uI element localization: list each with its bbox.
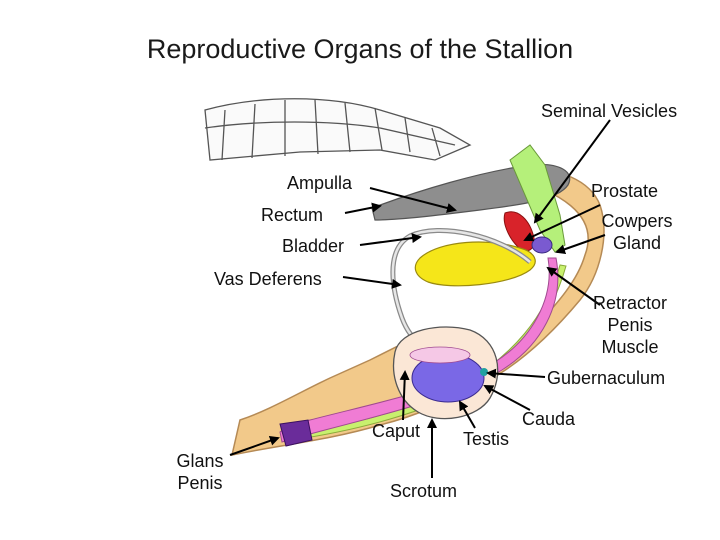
label-vas-deferens: Vas Deferens <box>214 269 322 289</box>
label-seminal-vesicles: Seminal Vesicles <box>541 101 678 121</box>
spine-vertebrae <box>204 98 472 161</box>
label-rectum: Rectum <box>261 205 324 225</box>
label-caput: Caput <box>372 421 421 441</box>
diagram-title: Reproductive Organs of the Stallion <box>146 34 574 64</box>
bladder <box>414 241 536 287</box>
label-cauda: Cauda <box>522 409 576 429</box>
label-prostate: Prostate <box>591 181 659 201</box>
gubernaculum <box>480 368 488 376</box>
seminal-vesicles <box>509 144 566 253</box>
label-gubernaculum: Gubernaculum <box>547 368 666 388</box>
label-ampulla: Ampulla <box>287 173 353 193</box>
label-scrotum: Scrotum <box>390 481 458 501</box>
label-pointers <box>229 119 611 478</box>
label-testis: Testis <box>463 429 510 449</box>
cowpers-gland <box>531 236 553 254</box>
label-cowpers-gland: Cowpers Gland <box>601 211 673 253</box>
label-retractor-penis-muscle: Retractor Penis Muscle <box>592 293 668 357</box>
glans <box>279 419 313 447</box>
label-glans-penis: Glans Penis <box>176 451 224 493</box>
label-bladder: Bladder <box>282 236 345 256</box>
